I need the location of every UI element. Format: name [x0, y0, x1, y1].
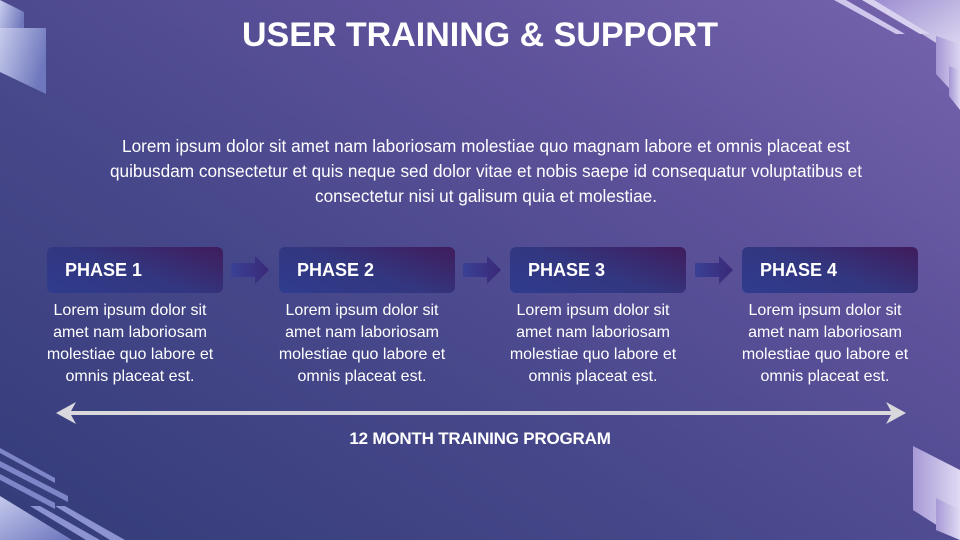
double-headed-arrow-icon [56, 402, 906, 424]
intro-paragraph: Lorem ipsum dolor sit amet nam laboriosa… [110, 136, 862, 206]
phase-3-header: PHASE 3 [510, 247, 686, 293]
timeline-label: 12 MONTH TRAINING PROGRAM [349, 429, 611, 448]
phase-3-label: PHASE 3 [528, 259, 606, 280]
slide-title: USER TRAINING & SUPPORT [241, 16, 719, 54]
right-arrow-icon [695, 256, 733, 284]
decor-top-left-shapes [0, 0, 46, 94]
phase-4-label: PHASE 4 [760, 259, 838, 280]
phase-1-description: Lorem ipsum dolor sit amet nam laboriosa… [46, 302, 214, 385]
phase-3-description: Lorem ipsum dolor sit amet nam laboriosa… [509, 302, 677, 385]
phase-2-description: Lorem ipsum dolor sit amet nam laboriosa… [278, 302, 446, 385]
right-arrow-icon [231, 256, 269, 284]
phase-4-header: PHASE 4 [742, 247, 918, 293]
phase-2-header: PHASE 2 [279, 247, 455, 293]
phase-2-label: PHASE 2 [297, 259, 375, 280]
decor-bottom-right-shapes [913, 446, 960, 540]
phase-4-description: Lorem ipsum dolor sit amet nam laboriosa… [741, 302, 909, 385]
decor-top-right-shapes [834, 0, 960, 110]
right-arrow-icon [463, 256, 501, 284]
decor-bottom-left-shapes [0, 448, 125, 540]
phase-1-label: PHASE 1 [65, 259, 143, 280]
phase-1-header: PHASE 1 [47, 247, 223, 293]
